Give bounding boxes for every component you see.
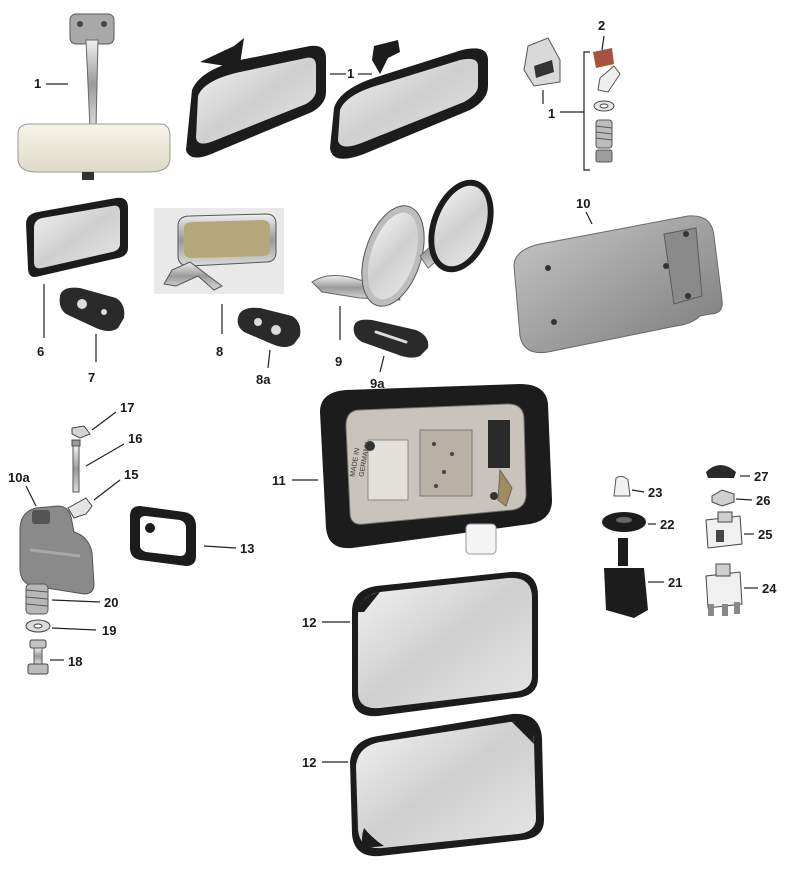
relay-24	[705, 563, 743, 616]
callout-8: 8	[216, 344, 223, 359]
mirror-glass-12-lower	[350, 713, 544, 857]
rearview-mirror-right	[330, 40, 488, 159]
leader-line	[379, 355, 385, 373]
interior-mirror-cream	[17, 123, 171, 180]
grommet-22	[602, 512, 646, 532]
nut-17	[71, 425, 91, 439]
round-mirror-9	[311, 179, 494, 307]
callout-22: 22	[660, 517, 674, 532]
callout-2: 2	[598, 18, 605, 33]
callout-17: 17	[120, 400, 134, 415]
clip-part	[597, 65, 621, 93]
callout-24: 24	[762, 581, 777, 596]
callout-13: 13	[240, 541, 254, 556]
mirror-mount-bracket	[523, 37, 561, 87]
interior-mirror-stem-mount	[69, 13, 115, 129]
callout-21: 21	[668, 575, 682, 590]
mirror-glass-12-upper	[352, 571, 538, 717]
door-mirror-6	[26, 197, 128, 277]
pad-part-2	[593, 48, 614, 68]
leader-line	[93, 479, 121, 501]
washer-part	[593, 100, 615, 112]
leader-line	[735, 498, 753, 501]
leader-line	[267, 349, 271, 369]
callout-1: 1	[548, 106, 555, 121]
spring-20	[25, 583, 49, 615]
gasket-8a	[237, 307, 301, 347]
callout-19: 19	[102, 623, 116, 638]
callout-7: 7	[88, 370, 95, 385]
cover-10a	[19, 505, 95, 595]
callout-8a: 8a	[256, 372, 271, 387]
callout-9: 9	[335, 354, 342, 369]
rearview-mirror-left	[186, 38, 326, 158]
callout-12: 12	[302, 615, 316, 630]
leader-line	[25, 485, 37, 507]
knob-27	[706, 465, 736, 478]
clip-15	[67, 497, 93, 519]
housing-25	[705, 511, 743, 549]
callout-27: 27	[754, 469, 768, 484]
cap-23	[613, 475, 631, 497]
leader-line	[91, 411, 117, 431]
spring-part	[595, 119, 613, 163]
leader-line	[85, 443, 125, 467]
leader-line	[601, 35, 605, 51]
leader-line	[51, 599, 101, 603]
screw-18	[27, 639, 49, 675]
callout-26: 26	[756, 493, 770, 508]
leader-line	[585, 211, 593, 225]
leader-line	[203, 545, 237, 549]
callout-6: 6	[37, 344, 44, 359]
switch-21	[604, 538, 648, 618]
leader-line	[51, 627, 97, 631]
callout-1: 1	[34, 76, 41, 91]
mirror-backplate-11: MADE IN GERMANY	[320, 384, 552, 555]
callout-1: 1	[347, 66, 354, 81]
callout-10: 10	[576, 196, 590, 211]
callout-25: 25	[758, 527, 772, 542]
mirror-housing-10	[513, 215, 723, 354]
leader-line	[631, 489, 645, 493]
callout-23: 23	[648, 485, 662, 500]
callout-11: 11	[272, 473, 286, 488]
nut-26	[711, 489, 735, 507]
callout-20: 20	[104, 595, 118, 610]
callout-9a: 9a	[370, 376, 385, 391]
washer-19	[25, 619, 51, 633]
door-mirror-8	[154, 208, 284, 294]
gasket-9a	[353, 319, 429, 358]
callout-10a: 10a	[8, 470, 30, 485]
made-in-stamp-line1: MADE IN	[350, 448, 362, 478]
gasket-13	[130, 506, 196, 566]
callout-18: 18	[68, 654, 82, 669]
bracket-line	[583, 51, 590, 171]
callout-16: 16	[128, 431, 142, 446]
callout-15: 15	[124, 467, 138, 482]
gasket-7	[59, 287, 125, 331]
bolt-16	[71, 439, 81, 493]
callout-12: 12	[302, 755, 316, 770]
